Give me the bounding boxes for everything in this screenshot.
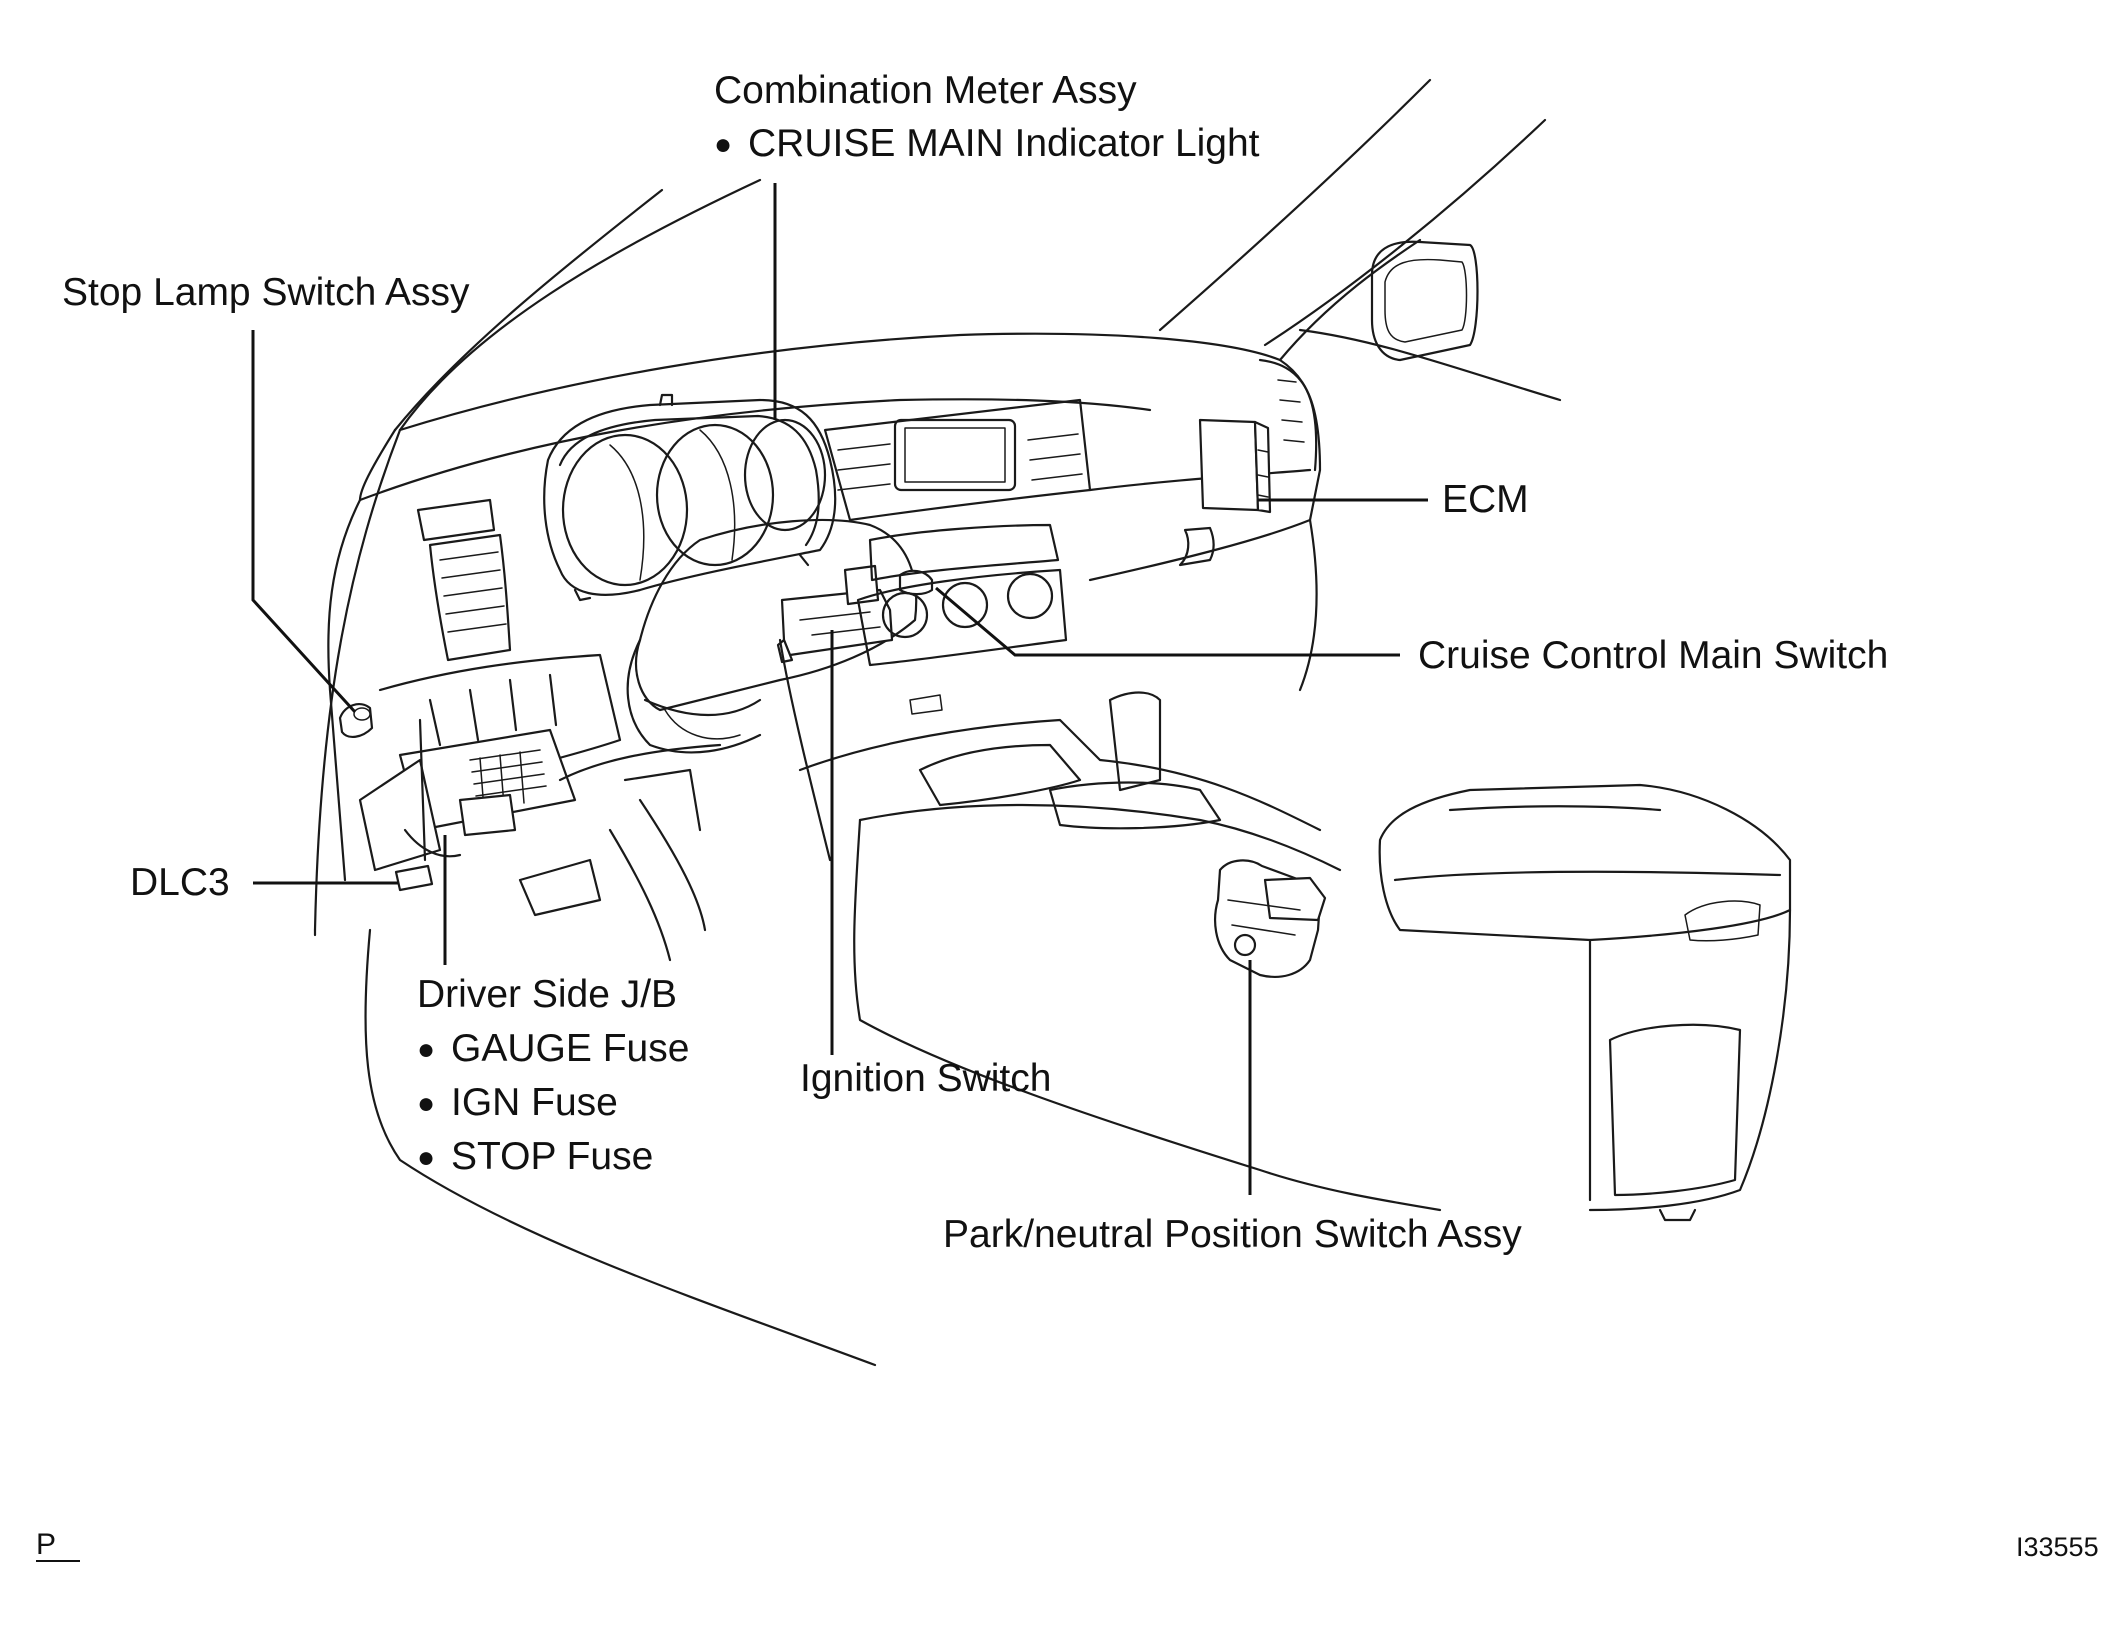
- ignition-switch-part: [776, 564, 934, 664]
- ecm-module: [1198, 418, 1272, 514]
- label-park-neutral-switch: Park/neutral Position Switch Assy: [943, 1213, 1522, 1256]
- windshield-outline: [393, 78, 1547, 432]
- driver-junction-block: [358, 653, 622, 872]
- label-cruise-indicator: CRUISE MAIN Indicator Light: [714, 121, 1260, 168]
- label-ign-fuse: IGN Fuse: [417, 1080, 618, 1127]
- pedals: [518, 743, 722, 962]
- stop-lamp-switch-part: [338, 703, 374, 738]
- park-neutral-switch-part: [1214, 859, 1327, 978]
- label-ignition-switch: Ignition Switch: [800, 1057, 1052, 1100]
- label-ecm: ECM: [1442, 478, 1529, 521]
- left-side-panel: [313, 428, 877, 1367]
- combination-meter-cluster: [543, 393, 837, 602]
- label-stop-fuse: STOP Fuse: [417, 1134, 653, 1181]
- dlc3-connector: [394, 864, 434, 892]
- steering-column: [626, 518, 918, 754]
- label-dlc3: DLC3: [130, 861, 230, 904]
- label-cruise-main-switch: Cruise Control Main Switch: [1418, 634, 1889, 677]
- corner-code-left: P: [36, 1530, 80, 1562]
- right-dash: [1088, 358, 1322, 692]
- left-air-vents: [416, 498, 512, 662]
- leader-stop-lamp: [251, 330, 357, 714]
- corner-code-right: I33555: [2016, 1532, 2099, 1562]
- label-driver-jb: Driver Side J/B: [417, 973, 678, 1016]
- label-combination-meter: Combination Meter Assy: [714, 69, 1137, 112]
- label-gauge-fuse: GAUGE Fuse: [417, 1026, 689, 1073]
- center-console: [778, 638, 1442, 1212]
- leader-cruise-switch: [935, 586, 1400, 657]
- rear-console-box: [1378, 783, 1792, 1222]
- side-mirror: [1298, 240, 1562, 402]
- center-stack: [823, 398, 1092, 715]
- label-stop-lamp-switch: Stop Lamp Switch Assy: [62, 271, 470, 314]
- leader-lines: [251, 183, 1428, 1195]
